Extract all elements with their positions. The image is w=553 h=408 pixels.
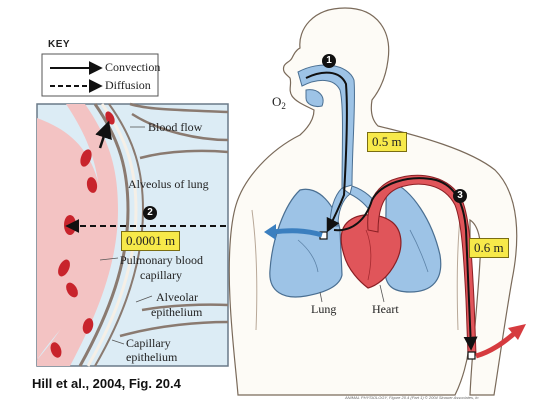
key-convection-label: Convection (105, 60, 160, 75)
lung-label: Lung (311, 302, 336, 317)
artery-distance-label: 0.6 m (469, 238, 509, 258)
heart-label: Heart (372, 302, 399, 317)
pulmonary-capillary-label-line1: Pulmonary blood (120, 253, 203, 268)
tissue-exchange-site (468, 352, 475, 359)
figure-credit: ANIMAL PHYSIOLOGY, Figure 20.4 (Part 1) … (345, 395, 479, 400)
figure-citation: Hill et al., 2004, Fig. 20.4 (32, 376, 181, 391)
capillary-epithelium-label-line2: epithelium (126, 350, 177, 365)
diffusion-distance-label: 0.0001 m (121, 231, 180, 251)
pulmonary-capillary-label-line2: capillary (140, 268, 182, 283)
alveolar-epithelium-label-line1: Alveolar (156, 290, 198, 305)
oxygen-label: O2 (272, 94, 286, 111)
capillary-epithelium-label-line1: Capillary (126, 336, 171, 351)
alveolus-label: Alveolus of lung (128, 177, 209, 192)
key-title: KEY (48, 39, 70, 50)
blood-flow-label: Blood flow (148, 120, 202, 135)
trachea-distance-label: 0.5 m (367, 132, 407, 152)
step-2-marker: 2 (143, 206, 157, 220)
alveolar-epithelium-label-line2: epithelium (151, 305, 202, 320)
step-1-marker: 1 (322, 54, 336, 68)
step-3-marker: 3 (453, 189, 467, 203)
key-diffusion-label: Diffusion (105, 78, 151, 93)
